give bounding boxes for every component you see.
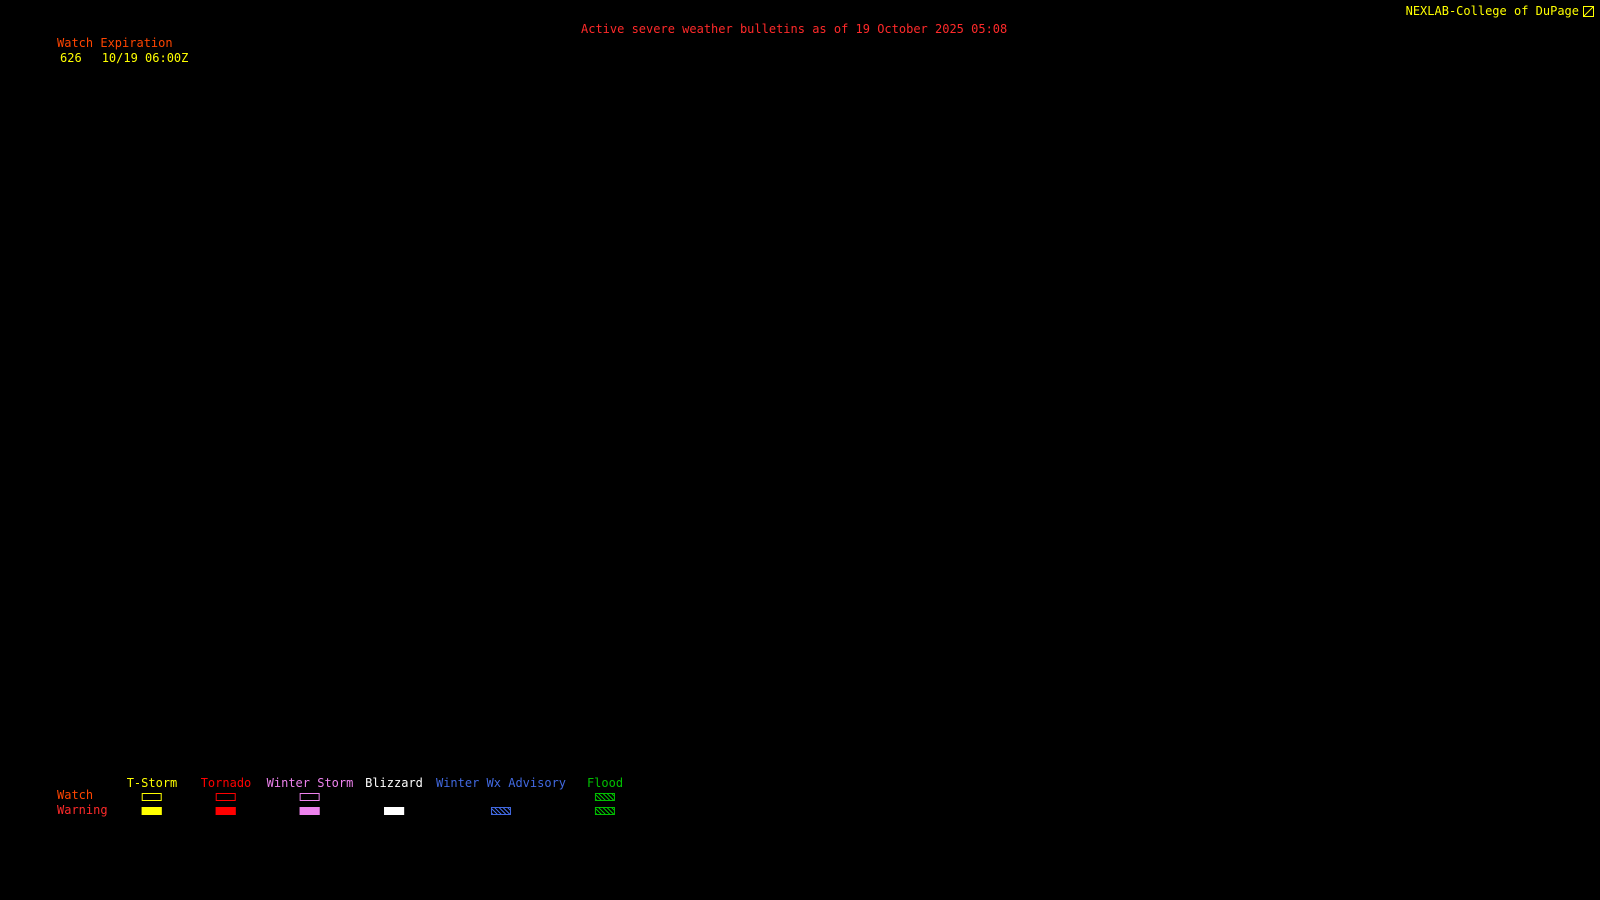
watch-expiration-entry: 626 10/19 06:00Z bbox=[60, 51, 188, 65]
watch-expire-time: 10/19 06:00Z bbox=[101, 51, 189, 65]
legend-column-label: T-Storm bbox=[126, 776, 178, 790]
winter-storm-warning-swatch bbox=[299, 807, 320, 815]
flood-watch-swatch bbox=[595, 793, 615, 801]
t-storm-warning-swatch bbox=[141, 807, 162, 815]
legend-column-winter-storm: Winter Storm bbox=[266, 776, 354, 815]
watch-expiration-label: Watch Expiration bbox=[57, 36, 173, 50]
legend-column-label: Tornado bbox=[200, 776, 252, 790]
legend-column-tornado: Tornado bbox=[200, 776, 252, 815]
legend-column-flood: Flood bbox=[587, 777, 623, 815]
legend-column-blizzard: Blizzard bbox=[365, 777, 423, 815]
brand-text: NEXLAB-College of DuPage bbox=[1405, 4, 1579, 18]
t-storm-watch-swatch bbox=[141, 793, 162, 801]
legend-watch-row-label: Watch bbox=[57, 788, 94, 802]
bulletin-title: Active severe weather bulletins as of 19… bbox=[581, 22, 1008, 36]
blizzard-warning-swatch bbox=[383, 807, 404, 815]
nexlab-logo-icon bbox=[1583, 5, 1594, 17]
winter-wx-advisory-warning-swatch bbox=[490, 807, 511, 815]
legend-column-winter-wx-advisory: Winter Wx Advisory bbox=[436, 777, 566, 815]
legend-warning-row-label: Warning bbox=[57, 803, 108, 817]
legend-column-label: Flood bbox=[586, 776, 624, 790]
flood-warning-swatch bbox=[595, 807, 615, 815]
legend-column-label: Winter Wx Advisory bbox=[435, 776, 567, 790]
legend-column-t-storm: T-Storm bbox=[126, 776, 178, 815]
legend-column-label: Winter Storm bbox=[266, 776, 354, 790]
tornado-watch-swatch bbox=[215, 793, 236, 801]
watch-number: 626 bbox=[60, 51, 82, 65]
brand: NEXLAB-College of DuPage bbox=[1406, 4, 1594, 18]
legend-column-label: Blizzard bbox=[365, 776, 423, 790]
tornado-warning-swatch bbox=[215, 807, 236, 815]
winter-storm-watch-swatch bbox=[299, 793, 320, 801]
